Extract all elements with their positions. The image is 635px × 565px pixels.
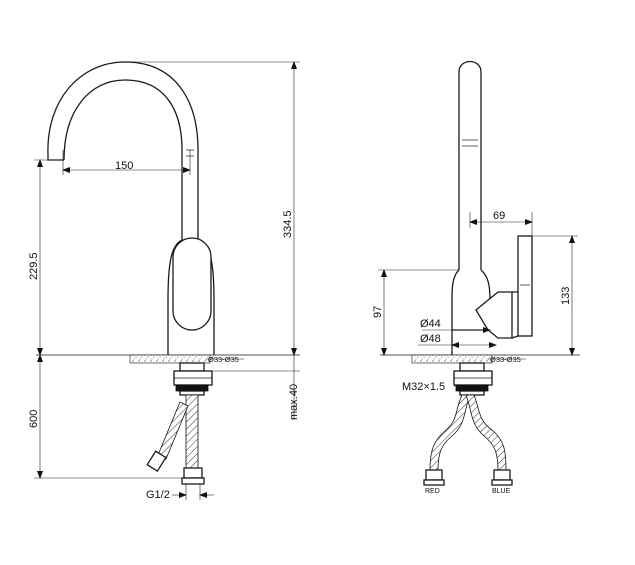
handle-side [475,291,513,339]
side-dimensions: 69 133 97 Ø44 Ø48 Ø33-Ø35 M32×1.5 [372,210,578,393]
dim-hose-length: 600 [28,410,40,428]
hose-angled [157,401,189,460]
mounting-shank-side [459,362,485,372]
blue-connector [493,469,511,481]
spout-tip [47,155,64,161]
counter-section [129,354,211,364]
spout-inner [63,79,183,240]
handle-lever [172,237,212,331]
dim-hole-left: Ø33-Ø35 [208,355,239,364]
handle-blade [517,235,533,337]
front-dimensions: 150 334.5 229.5 600 max.40 Ø33-Ø35 G1/2 [28,61,300,501]
dim-body-height: 97 [372,306,384,318]
dim-hole-right: Ø33-Ø35 [490,355,521,364]
faucet-body-side [451,269,491,355]
hose-blue [465,394,507,471]
dim-max-deck: max.40 [288,384,300,420]
dim-dia-44: Ø44 [420,318,441,330]
spout-outer [47,61,199,240]
dim-spout-reach: 150 [115,160,133,172]
front-view [36,61,300,485]
dim-thread: M32×1.5 [402,381,445,393]
side-view: RED BLUE [380,60,580,495]
connector-nut [183,467,203,479]
dim-spout-height: 229.5 [28,252,40,280]
dim-connector: G1/2 [146,489,170,501]
mounting-shank [179,362,205,372]
dim-handle-height: 133 [560,287,572,305]
dim-handle-offset: 69 [493,210,505,222]
label-blue-hose: BLUE [492,488,511,495]
spout-side [458,60,482,270]
label-red-hose: RED [425,488,440,495]
dim-dia-48: Ø48 [420,333,441,345]
red-connector [425,469,443,481]
hose-red [429,394,471,471]
dim-total-height: 334.5 [282,210,294,238]
counter-section-side [411,354,493,364]
